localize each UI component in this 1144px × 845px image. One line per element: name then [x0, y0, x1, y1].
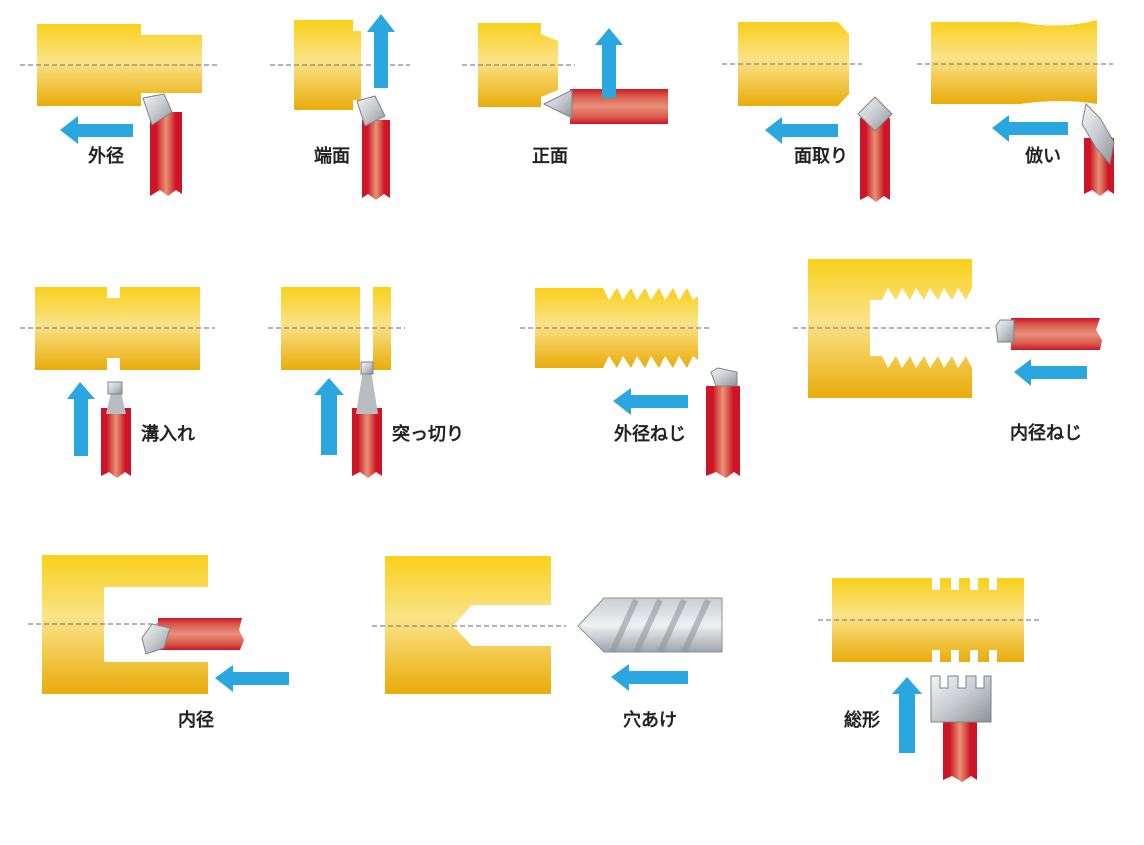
feed-arrow	[215, 665, 289, 692]
op-outer-diameter: 外径	[20, 24, 218, 196]
tool-shank	[1011, 318, 1102, 350]
cutting-insert	[542, 89, 573, 119]
operation-label: 外径ねじ	[614, 423, 686, 445]
feed-arrow	[992, 115, 1068, 142]
tool-neck	[356, 370, 378, 414]
workpiece	[42, 555, 208, 694]
operation-label: 正面	[532, 146, 568, 167]
op-inner-diameter: 内径	[28, 555, 289, 731]
feed-arrow	[765, 117, 838, 144]
cutting-insert	[1081, 102, 1115, 166]
feed-arrow	[60, 116, 133, 144]
operation-label: 突っ切り	[392, 423, 464, 445]
feed-arrow	[367, 14, 395, 88]
feed-arrow	[892, 677, 922, 753]
feed-arrow	[314, 378, 344, 455]
op-facing: 端面	[270, 14, 410, 200]
workpiece	[738, 22, 849, 106]
tool-shank	[101, 408, 131, 478]
workpiece	[832, 578, 1024, 662]
operation-label: 総形	[844, 709, 880, 731]
operation-label: 穴あけ	[623, 709, 677, 731]
tool-shank	[706, 386, 740, 478]
feed-arrow	[1014, 359, 1087, 386]
cutting-insert	[356, 95, 386, 127]
operation-label: 面取り	[794, 146, 848, 167]
operation-label: 外径	[88, 145, 124, 167]
drill-bit	[577, 597, 723, 654]
op-form-turning: 総形	[818, 578, 1040, 782]
form-insert	[930, 675, 992, 723]
feed-arrow	[67, 382, 95, 456]
feed-arrow	[595, 28, 623, 98]
operation-label: 溝入れ	[141, 423, 195, 445]
cutting-insert	[995, 319, 1015, 343]
feed-arrow	[611, 664, 688, 691]
cutting-insert	[710, 367, 738, 387]
workpiece	[931, 20, 1097, 104]
operation-label: 内径ねじ	[1010, 422, 1082, 444]
op-outer-threading: 外径ねじ	[520, 288, 740, 478]
op-copying: 倣い	[917, 20, 1115, 196]
op-center-face: 正面	[462, 23, 668, 167]
operation-label: 端面	[314, 146, 350, 167]
workpiece	[808, 259, 972, 398]
tool-shank	[158, 618, 244, 650]
workpiece	[385, 556, 551, 694]
cutting-insert	[107, 381, 123, 395]
op-inner-threading: 内径ねじ	[793, 259, 1102, 444]
cutting-insert	[857, 96, 893, 132]
tool-neck	[106, 392, 126, 414]
tool-shank	[150, 112, 182, 196]
op-chamfering: 面取り	[722, 22, 893, 202]
tool-shank	[352, 408, 382, 478]
op-parting-off: 突っ切り	[268, 287, 464, 478]
operation-label: 内径	[178, 709, 214, 731]
feed-arrow	[613, 388, 688, 415]
cutting-insert	[141, 623, 171, 655]
cutting-insert	[360, 361, 374, 375]
op-grooving: 溝入れ	[20, 287, 215, 478]
tool-shank	[362, 120, 390, 200]
tool-shank	[570, 89, 668, 124]
cutting-insert	[142, 93, 173, 126]
operation-label: 倣い	[1025, 145, 1061, 167]
tool-shank	[943, 720, 977, 782]
op-drilling: 穴あけ	[372, 556, 723, 731]
tool-shank	[860, 118, 890, 202]
